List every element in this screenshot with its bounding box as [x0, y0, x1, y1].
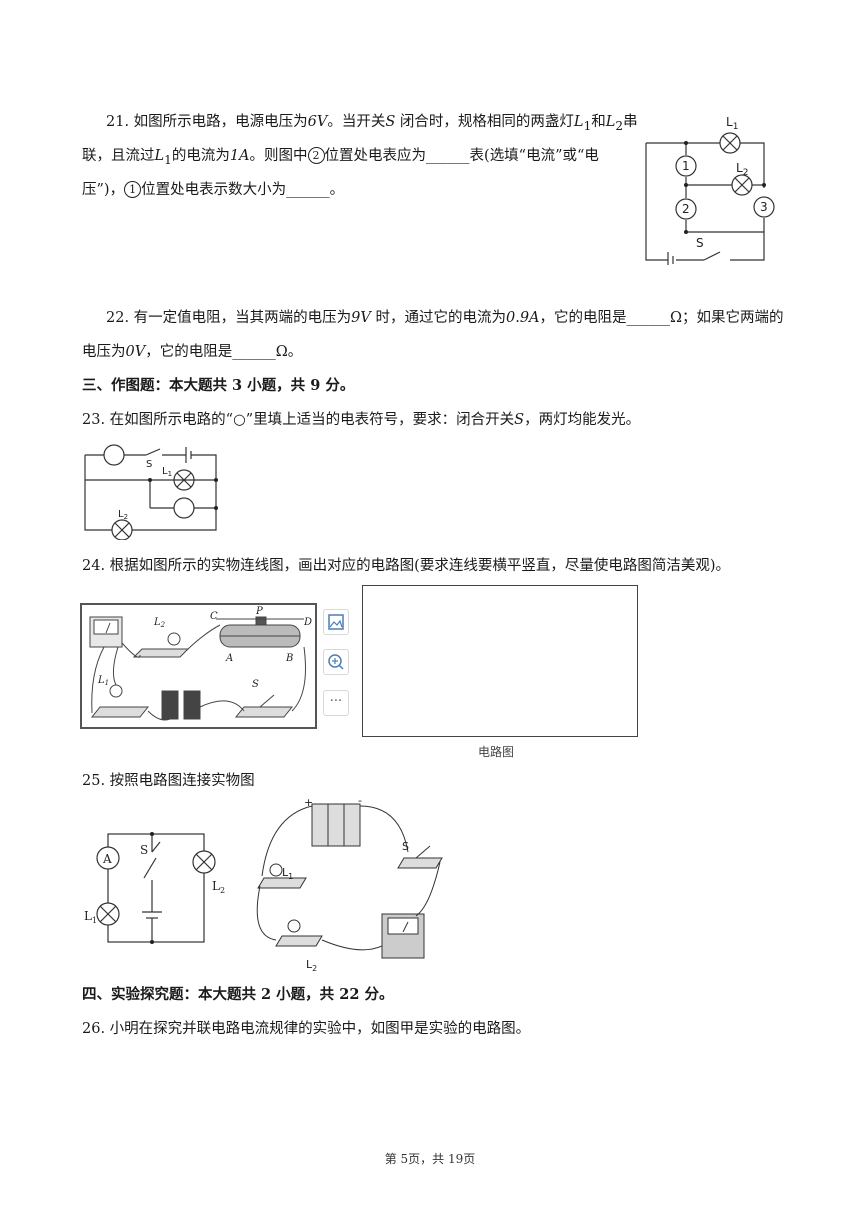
- section-3-heading: 三、作图题：本大题共 3 小题，共 9 分。: [82, 377, 355, 394]
- q24-physical-wiring-figure: L2 C P D A B L1 S: [80, 603, 317, 729]
- fig25-label-L2: L2: [212, 879, 225, 895]
- q22-line1: 22. 有一定值电阻，当其两端的电压为9V 时，通过它的电流为0.9A，它的电阻…: [106, 310, 784, 326]
- q24-answer-box[interactable]: [362, 585, 638, 737]
- fig23-label-S: S: [146, 459, 152, 470]
- fig25p-plus: +: [304, 796, 313, 809]
- fig21-label-S: S: [696, 236, 704, 250]
- fig24-label-S: S: [252, 679, 259, 690]
- fig25-label-L1: L1: [84, 909, 97, 925]
- fig21-label-L1: L1: [726, 115, 738, 132]
- q25-text: 25. 按照电路图连接实物图: [82, 773, 255, 789]
- fig24-label-L1: L1: [97, 675, 109, 687]
- fig24-label-D: D: [303, 617, 312, 628]
- fig21-meter-1: 1: [682, 159, 690, 173]
- section-4-heading: 四、实验探究题：本大题共 2 小题，共 22 分。: [82, 986, 394, 1003]
- zoom-in-icon: [328, 654, 344, 670]
- fig23-label-L1: L1: [162, 466, 172, 478]
- q23-text: 23. 在如图所示电路的“○”里填上适当的电表符号，要求：闭合开关S，两灯均能发…: [82, 412, 641, 428]
- fig24-label-C: C: [210, 611, 218, 622]
- zoom-in-button[interactable]: [323, 649, 349, 675]
- q21-line1: 21. 如图所示电路，电源电压为6V。当开关S 闭合时，规格相同的两盏灯L1和L…: [106, 114, 638, 133]
- image-preview-button[interactable]: [323, 609, 349, 635]
- fig24-label-B: B: [285, 653, 293, 664]
- q21-circuit-figure: L1 L2 1 2 3 S: [645, 115, 775, 265]
- fig25-ammeter-A: A: [102, 852, 112, 866]
- fig25p-minus: -: [358, 796, 362, 807]
- more-options-button[interactable]: ···: [323, 690, 349, 716]
- q25-circuit-diagram: A S L1 L2: [84, 832, 225, 944]
- fig24-label-P: P: [255, 606, 263, 617]
- q26-text: 26. 小明在探究并联电路电流规律的实验中，如图甲是实验的电路图。: [82, 1021, 531, 1037]
- page-footer: 第 5页，共 19页: [384, 1152, 476, 1166]
- fig21-label-L2: L2: [736, 161, 748, 178]
- fig21-meter-2: 2: [682, 202, 690, 216]
- q23-circuit-figure: S L1 L2: [84, 444, 218, 540]
- fig25p-label-L2: L2: [306, 958, 317, 973]
- fig24-label-A: A: [225, 653, 233, 664]
- fig25p-label-S: S: [402, 840, 409, 853]
- fig25-label-S: S: [140, 843, 148, 857]
- image-icon: [328, 614, 344, 630]
- q22-line2: 电压为0V，它的电阻是______Ω。: [82, 344, 303, 360]
- fig25p-label-L1: L1: [282, 866, 293, 881]
- fig23-label-L2: L2: [118, 509, 128, 521]
- q24-text: 24. 根据如图所示的实物连线图，画出对应的电路图(要求连线要横平竖直，尽量使电…: [82, 558, 730, 574]
- q25-physical-components-figure: + - S L1 L2: [256, 796, 443, 973]
- fig21-meter-3: 3: [760, 200, 768, 214]
- q24-answer-caption: 电路图: [478, 745, 515, 759]
- fig24-label-L2: L2: [153, 617, 166, 629]
